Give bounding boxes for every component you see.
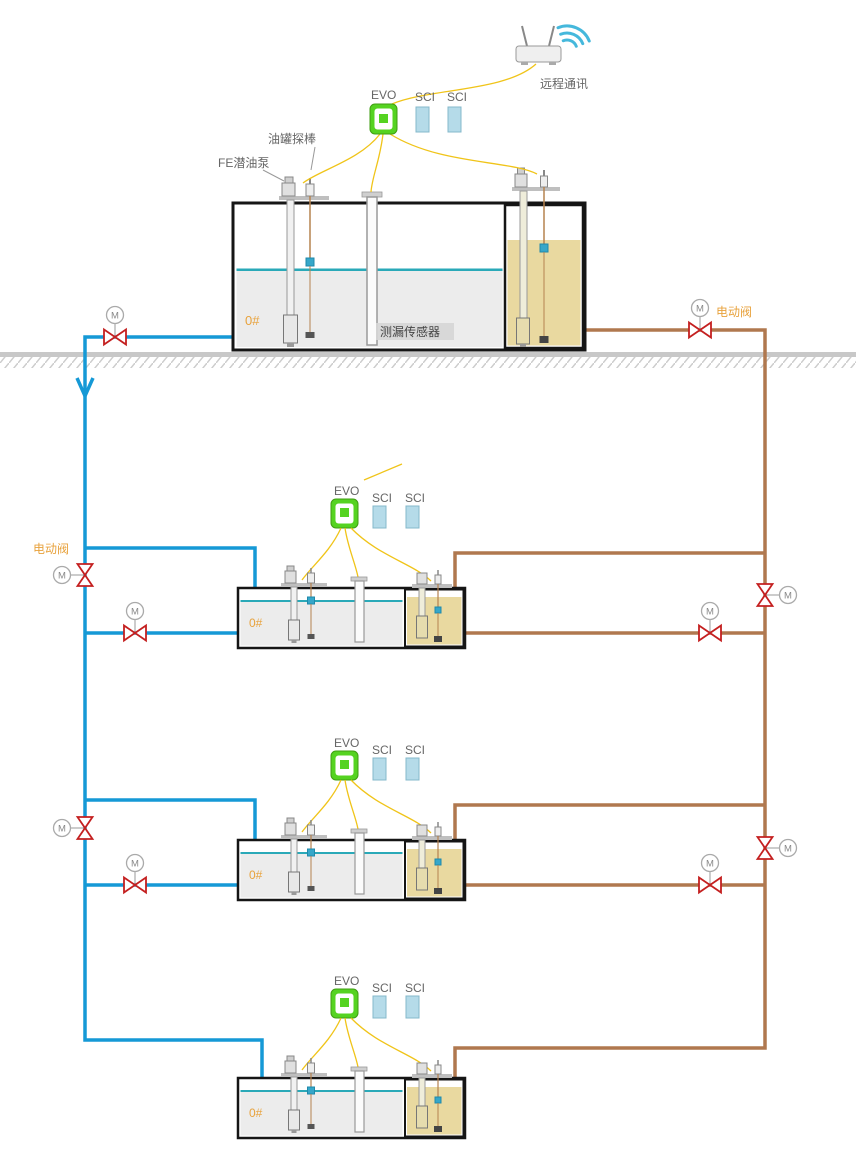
flow-arrow-icon xyxy=(75,377,95,401)
sci-module-icon xyxy=(415,106,430,133)
sci-label: SCI xyxy=(372,491,392,505)
station-2 xyxy=(236,734,467,902)
diesel-probe-assembly xyxy=(434,570,442,642)
stray-wire xyxy=(363,463,403,481)
motor-label: M xyxy=(111,311,119,322)
wifi-signal-icon xyxy=(556,24,591,48)
motor-valve-s2-left-vertical: M xyxy=(52,816,94,840)
sci-label: SCI xyxy=(447,90,467,104)
motor-valve-s1-right-lower: M xyxy=(698,601,722,642)
comm-wire xyxy=(391,63,537,105)
main-tank: 0# 测漏传感器 xyxy=(231,167,587,352)
motor-label: M xyxy=(58,824,66,835)
antenna-icon xyxy=(548,25,555,47)
station-tank-unit: EVO SCI SCI xyxy=(236,484,467,650)
float-sensor xyxy=(307,596,315,605)
diesel-pump-assembly xyxy=(412,572,452,639)
tank-probe-label: 油罐探棒 xyxy=(268,132,316,146)
motor-label: M xyxy=(784,844,792,855)
evo-label: EVO xyxy=(371,88,396,102)
liquid-level-line xyxy=(240,600,403,602)
motor-valve-s2-left-lower: M xyxy=(123,853,147,894)
electric-valve-label: 电动阀 xyxy=(33,542,69,556)
sci-label: SCI xyxy=(405,491,425,505)
motor-valve-s2-right-lower: M xyxy=(698,853,722,894)
motor-label: M xyxy=(696,304,704,315)
station-3 xyxy=(236,972,467,1140)
main-monitor-unit: EVO SCI SCI xyxy=(302,63,538,193)
fe-pump-assembly xyxy=(279,176,329,347)
motor-label: M xyxy=(706,859,714,870)
evo-console-icon xyxy=(330,498,359,529)
motor-valve-s1-left-vertical: M 电动阀 xyxy=(33,542,94,587)
tank-probe-assembly xyxy=(307,568,315,639)
diesel-probe-assembly xyxy=(539,170,549,343)
brown-oil-pipe xyxy=(453,328,767,1078)
float-sensor xyxy=(434,606,442,614)
motor-label: M xyxy=(784,591,792,602)
diesel-pump-assembly xyxy=(512,167,560,347)
tank-liquid xyxy=(240,602,403,646)
leak-sensor-tube xyxy=(350,576,368,643)
fe-pump-label: FE潜油泵 xyxy=(218,156,269,170)
motor-label: M xyxy=(131,607,139,618)
fe-pump-assembly xyxy=(281,565,327,643)
antenna-icon xyxy=(521,25,528,47)
motor-label: M xyxy=(706,607,714,618)
sci-module-icon xyxy=(447,106,462,133)
ground-line xyxy=(0,352,856,368)
tank-probe-assembly xyxy=(305,178,315,338)
evo-label: EVO xyxy=(334,484,359,498)
sci-module-icon xyxy=(405,505,420,529)
leak-sensor-tube xyxy=(361,191,383,346)
main-tank-callouts: 油罐探棒 FE潜油泵 xyxy=(218,132,316,182)
tank-grade-label: 0# xyxy=(249,616,263,630)
motor-valve-main-brown: M 电动阀 xyxy=(688,298,752,339)
leak-sensor-label-bg xyxy=(376,323,454,340)
motor-valve-main-blue: M xyxy=(103,305,127,346)
float-sensor xyxy=(539,243,549,253)
motor-label: M xyxy=(58,571,66,582)
float-sensor xyxy=(305,257,315,267)
motor-valve-s1-left-lower: M xyxy=(123,601,147,642)
motor-valve-s2-right-vertical: M xyxy=(756,836,798,860)
motor-label: M xyxy=(131,859,139,870)
sci-module-icon xyxy=(372,505,387,529)
router: 远程通讯 xyxy=(515,24,591,91)
sci-label: SCI xyxy=(415,90,435,104)
electric-valve-label: 电动阀 xyxy=(716,305,752,319)
evo-console-icon xyxy=(369,103,398,135)
tank-grade-label: 0# xyxy=(245,313,260,328)
remote-comm-label: 远程通讯 xyxy=(540,76,588,91)
motor-valve-s1-right-vertical: M xyxy=(756,583,798,607)
leak-sensor-label: 测漏传感器 xyxy=(380,324,440,339)
router-body xyxy=(515,45,562,63)
blue-product-pipe xyxy=(75,335,264,1078)
